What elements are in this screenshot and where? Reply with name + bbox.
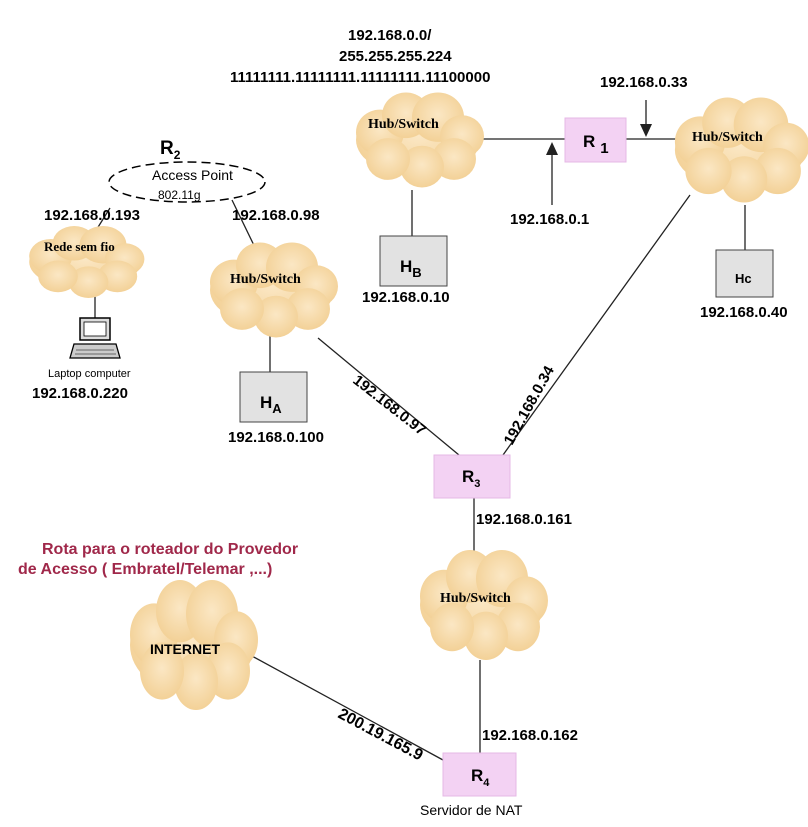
provider-note-line2: de Acesso ( Embratel/Telemar ,...) bbox=[18, 561, 272, 578]
r3-ip-bottom: 192.168.0.161 bbox=[476, 511, 572, 528]
internet-label: INTERNET bbox=[150, 641, 220, 657]
host-b: HB bbox=[379, 235, 448, 287]
r4-caption: Servidor de NAT bbox=[420, 802, 523, 818]
host-a-ip: 192.168.0.100 bbox=[228, 429, 324, 446]
subnet-binary: 11111111.11111111.11111111.11100000 bbox=[230, 69, 490, 86]
router-r3: R3 bbox=[433, 454, 511, 499]
access-point: Access Point 802.11g bbox=[108, 161, 266, 203]
r1-ip-left: 192.168.0.1 bbox=[510, 211, 589, 228]
links bbox=[89, 138, 746, 761]
cloud-wireless bbox=[29, 226, 145, 298]
cloud-hub-b bbox=[356, 92, 484, 188]
r2-ip-right: 192.168.0.98 bbox=[232, 207, 320, 224]
link-internet-r4 bbox=[249, 654, 444, 761]
arrow-r1-top bbox=[640, 100, 652, 137]
wireless-label: Rede sem fio bbox=[44, 239, 115, 254]
laptop-caption: Laptop computer bbox=[48, 368, 131, 380]
svg-text:R4: R4 bbox=[471, 766, 490, 789]
link-hubc-r3 bbox=[502, 194, 691, 456]
laptop-icon bbox=[69, 317, 121, 359]
host-a: HA bbox=[239, 371, 308, 423]
r3-ip-left: 192.168.0.97 bbox=[350, 372, 429, 439]
hub-c-label: Hub/Switch bbox=[692, 130, 763, 145]
r3-ip-right: 192.168.0.34 bbox=[501, 363, 559, 448]
provider-note-line1: Rota para o roteador do Provedor bbox=[42, 541, 298, 558]
hub-a-label: Hub/Switch bbox=[230, 272, 301, 287]
host-c-ip: 192.168.0.40 bbox=[700, 304, 788, 321]
subnet-mask: 255.255.255.224 bbox=[339, 48, 452, 65]
host-c: Hc bbox=[715, 249, 774, 298]
host-b-ip: 192.168.0.10 bbox=[362, 289, 450, 306]
subnet-network: 192.168.0.0/ bbox=[348, 27, 432, 44]
r4-ip-top: 192.168.0.162 bbox=[482, 727, 578, 744]
r2-ip-left: 192.168.0.193 bbox=[44, 207, 140, 224]
hub-r4-label: Hub/Switch bbox=[440, 591, 511, 606]
arrow-r1-bottom bbox=[546, 142, 558, 205]
router-r2-label: R2 bbox=[160, 138, 181, 162]
cloud-hub-c bbox=[674, 97, 808, 203]
svg-text:R3: R3 bbox=[462, 467, 480, 490]
hub-b-label: Hub/Switch bbox=[368, 117, 439, 132]
svg-text:HA: HA bbox=[260, 393, 282, 416]
svg-text:Hc: Hc bbox=[735, 271, 752, 286]
r1-ip-right: 192.168.0.33 bbox=[600, 74, 688, 91]
access-point-device: Access Point bbox=[152, 167, 233, 183]
svg-text:HB: HB bbox=[400, 257, 422, 280]
router-r4: R4 bbox=[442, 752, 517, 797]
cloud-hub-a bbox=[210, 242, 338, 338]
link-huba-r3 bbox=[317, 337, 466, 461]
laptop-ip: 192.168.0.220 bbox=[32, 385, 128, 402]
r4-ip-internet: 200.19.165.9 bbox=[335, 706, 426, 765]
access-point-standard: 802.11g bbox=[158, 188, 201, 202]
svg-text:R1: R1 bbox=[583, 132, 609, 157]
